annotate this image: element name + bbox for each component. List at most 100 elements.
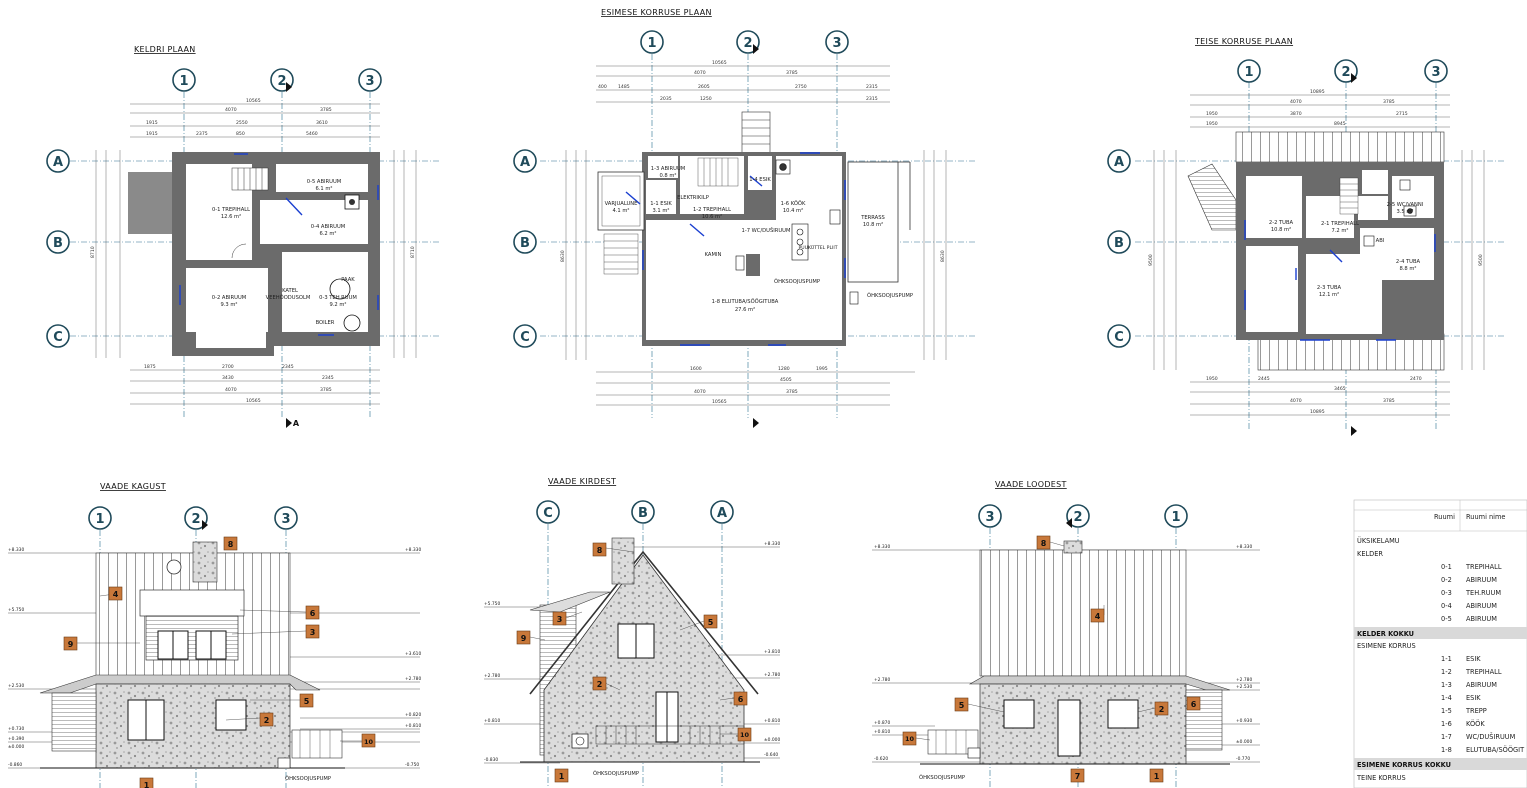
sf-grid-col-1: 1 [1244,65,1253,80]
tag-ne-6: 6 [738,695,744,704]
table-row-no: 0-3 [1441,589,1452,597]
sf-label-abi: ABI [1376,238,1385,244]
dim-bot-e: 2345 [322,375,334,381]
table-row-no: 1-3 [1441,681,1452,689]
tag-b-2: 2 [264,716,270,725]
title-basement-plan: KELDRI PLAAN [134,45,196,54]
table-row-name: ABIRUUM [1466,615,1497,623]
sf-dim-d: 3870 [1290,111,1302,117]
ff-dim-e: 2605 [698,84,710,90]
table-row-name: ELUTUBA/SÖÖGIT [1466,745,1525,754]
lvl-nw-9: +0.930 [1236,718,1252,724]
sf-dim-b: 3785 [1383,99,1395,105]
dim-bot-g: 3785 [320,387,332,393]
ff-grid-row-c: C [520,330,530,345]
lvl-b-6: ±0.000 [8,744,24,750]
tag-nw-1: 1 [1154,772,1160,781]
ff-dim-overall: 10565 [712,60,727,66]
tag-ne-3: 3 [557,615,563,624]
lvl-ne-6: +3.810 [764,649,780,655]
title-view-back: VAADE KAGUST [100,482,166,491]
label-softener: VEEHÕODUSOLM [266,294,311,301]
lvl-b-1: +8.330 [8,547,24,553]
lvl-b-11: +0.820 [405,712,421,718]
lvl-nw-10: ±0.000 [1236,739,1252,745]
lvl-ne-2: +2.780 [484,673,500,679]
ff-grid-col-1: 1 [647,36,656,51]
sf-room-2-2: 2-2 TUBA [1269,220,1294,226]
grid-row-c: C [53,330,63,345]
ff-label-heatpump-b: ÕHKSOOJUSPUMP [867,292,913,299]
dim-top-c: 1915 [146,131,158,137]
lbl-heatpump-ne: ÕHKSOOJUSPUMP [593,770,639,777]
room-0-5: 0-5 ABIRUUM [307,179,341,185]
tag-ne-1: 1 [559,772,565,781]
lvl-nw-4: +0.810 [874,729,890,735]
table-row-name: TREPP [1465,707,1487,715]
dim-top-f: 5460 [306,131,318,137]
tag-b-8: 8 [228,540,234,549]
grid-col-2: 2 [277,74,286,89]
ff-room-porch: VARJUALUNE [605,201,638,207]
lvl-ne-9: ±0.000 [764,737,780,743]
lvl-b-3: +2.530 [8,683,24,689]
ff-dim-m: 1995 [816,366,828,372]
sf-dim-j: 2470 [1410,376,1422,382]
sf-dim-right: 9500 [1478,254,1484,266]
sf-dim-h: 1950 [1206,376,1218,382]
dim-bot-f: 4070 [225,387,237,393]
dim-left: 8710 [90,246,96,258]
lvl-nw-8: +2.530 [1236,684,1252,690]
sf-dim-l: 4070 [1290,398,1302,404]
sf-grid-col-2: 2 [1341,65,1350,80]
lvl-b-13: -0.750 [405,762,419,768]
grid-row-b: B [53,236,63,251]
lvl-b-4: +0.730 [8,726,24,732]
ff-dim-k: 1600 [690,366,702,372]
tag-nw-5: 5 [959,701,965,710]
room-table: Ruumi Ruumi nime ÜKSIKELAMU KELDER 0-1 T… [1353,499,1527,788]
grid-col-1: 1 [179,74,188,89]
ff-dim-f: 2750 [795,84,807,90]
elevation-ne: +5.750 +2.780 +0.810 -0.830 +8.330 +3.81… [484,500,780,788]
sf-room-2-4: 2-4 TUBA [1396,259,1421,265]
tag-ne-5: 5 [708,618,714,627]
ev-nw-grid-2: 2 [1073,510,1082,525]
ff-room-terrace: TERRASS [860,215,885,221]
room-0-2-area: 9.3 m² [220,302,237,308]
table-row-name: TEH.RUUM [1465,589,1501,597]
sf-room-2-3: 2-3 TUBA [1317,285,1342,291]
ff-dim-h: 2035 [660,96,672,102]
title-second-floor-plan: TEISE KORRUSE PLAAN [1194,37,1293,46]
table-row-name: ESIK [1466,694,1481,702]
ev-nw-grid-1: 1 [1171,510,1180,525]
ff-room-1-2-area: 10.6 m² [702,214,722,220]
table-sec-first: ESIMENE KORRUS [1357,642,1416,650]
ff-label-stove: PUUKÜTTEL PLIIT [798,244,837,251]
ff-dim-j: 2315 [866,96,878,102]
tag-nw-2: 2 [1159,705,1165,714]
ff-dim-i: 1250 [700,96,712,102]
ff-grid-col-3: 3 [832,36,841,51]
room-0-1: 0-1 TREPIHALL [212,207,250,213]
sf-room-2-1-area: 7.2 m² [1331,228,1348,234]
table-row-no: 0-4 [1441,602,1452,610]
dim-bot-d: 3430 [222,375,234,381]
table-row-no: 1-6 [1441,720,1452,728]
table-row-no: 1-7 [1441,733,1452,741]
table-row-no: 1-8 [1441,746,1452,754]
dim-top-b: 3785 [320,107,332,113]
sf-room-2-3-area: 12.1 m² [1319,292,1339,298]
ff-room-1-2: 1-2 TREPIHALL [693,207,731,213]
ff-room-terrace-area: 10.8 m² [863,222,883,228]
tag-b-9: 9 [68,640,74,649]
grid-col-3: 3 [365,74,374,89]
sf-dim-a: 4070 [1290,99,1302,105]
ev-ne-grid-b: B [638,506,648,521]
second-floor-plan: 10895 4070 3785 1950 3870 2715 1950 8945… [1107,59,1505,436]
ff-dim-l: 1280 [778,366,790,372]
sf-room-2-5-area: 3.5 m² [1396,209,1413,215]
tag-nw-10: 10 [905,735,915,743]
title-view-ne: VAADE KIRDEST [548,477,616,486]
sf-room-2-5: 2-5 WC/VANNI [1387,202,1424,208]
